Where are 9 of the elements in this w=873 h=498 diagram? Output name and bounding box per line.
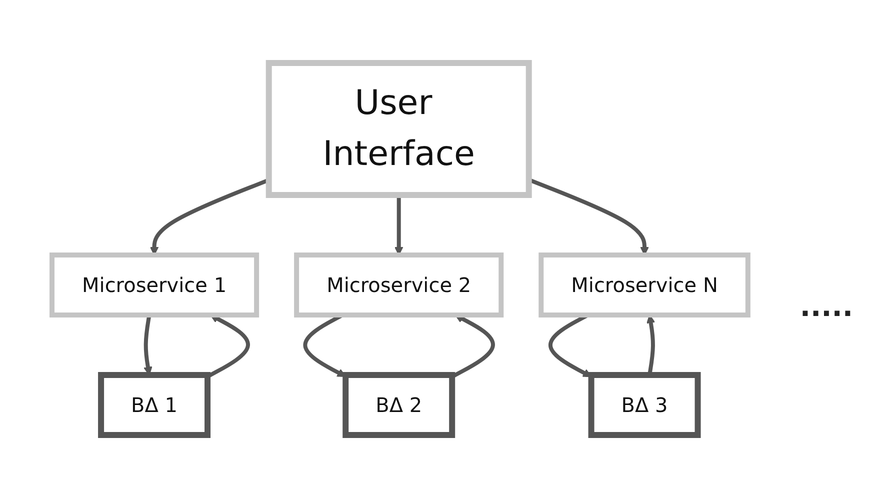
- node-box: User Interface: [266, 60, 532, 198]
- node-box: Microservice 2: [294, 252, 504, 318]
- node-box: Microservice 1: [50, 252, 260, 318]
- ellipsis-text: .....: [800, 290, 853, 323]
- node-box: BΔ 1: [98, 372, 211, 438]
- node-box: BΔ 3: [588, 372, 701, 438]
- node-box: Microservice N: [538, 252, 750, 318]
- arrow: [394, 195, 404, 256]
- node-box: BΔ 2: [342, 372, 456, 438]
